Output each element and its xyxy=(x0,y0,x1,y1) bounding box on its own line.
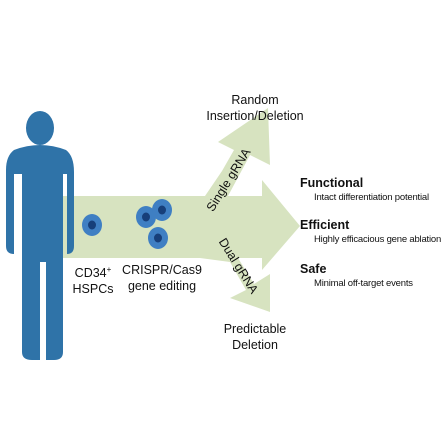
edited-cells-icon xyxy=(136,199,172,249)
cells-line2: HSPCs xyxy=(72,282,114,297)
predictable-label: Predictable Deletion xyxy=(200,321,310,353)
outcome-efficient: Efficient Highly efficacious gene ablati… xyxy=(300,218,441,245)
cell-icon xyxy=(82,214,102,236)
editing-line1: CRISPR/Cas9 xyxy=(122,263,202,277)
cells-line1: CD34+ xyxy=(74,265,112,281)
predictable-title: Predictable xyxy=(223,322,287,336)
outcome-desc: Highly efficacious gene ablation xyxy=(314,234,442,245)
outcome-desc: Minimal off-target events xyxy=(314,278,413,289)
cells-superscript: + xyxy=(106,265,112,274)
predictable-subtitle: Deletion xyxy=(232,338,278,352)
editing-label: CRISPR/Cas9 gene editing xyxy=(116,262,208,294)
outcome-title: Efficient xyxy=(300,218,350,232)
outcome-title: Safe xyxy=(300,262,327,276)
single-grna-branch-arrow xyxy=(190,108,270,196)
outcome-safe: Safe Minimal off-target events xyxy=(300,262,413,289)
main-arrow-head xyxy=(230,180,300,270)
outcome-functional: Functional Intact differentiation potent… xyxy=(300,176,429,203)
outcome-title: Functional xyxy=(300,176,364,190)
human-figure-icon xyxy=(6,111,74,360)
outcome-desc: Intact differentiation potential xyxy=(314,192,429,203)
random-subtitle: Insertion/Deletion xyxy=(206,109,304,123)
random-title: Random xyxy=(231,93,279,107)
cells-label: CD34+ HSPCs xyxy=(66,262,120,297)
random-label: Random Insertion/Deletion xyxy=(200,92,310,124)
dual-grna-branch-arrow xyxy=(200,258,270,312)
editing-line2: gene editing xyxy=(127,279,197,293)
